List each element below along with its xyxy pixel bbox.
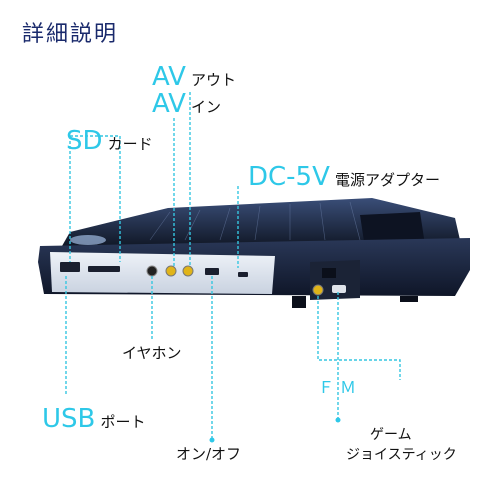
label-av-in-text: イン bbox=[191, 98, 222, 116]
label-dc-accent: DC-5V bbox=[248, 162, 330, 192]
device-lid bbox=[62, 198, 460, 246]
label-av-out: AV アウト bbox=[152, 64, 236, 90]
usb-port bbox=[60, 262, 80, 272]
label-sd-card: SD カード bbox=[66, 128, 153, 154]
label-sd-accent: SD bbox=[66, 126, 103, 156]
leader-fm bbox=[317, 296, 401, 380]
sd-card-slot bbox=[88, 266, 120, 272]
label-fm: ＦＭ bbox=[318, 378, 363, 397]
label-av-out-accent: AV bbox=[152, 62, 186, 92]
label-game-line1: ゲーム bbox=[370, 427, 412, 443]
label-usb-accent: USB bbox=[42, 404, 96, 434]
label-sd-text: カード bbox=[107, 135, 153, 153]
label-game-line2: ジョイスティック bbox=[346, 447, 457, 463]
page-title: 詳細説明 bbox=[22, 22, 119, 47]
av-out-jack bbox=[182, 265, 194, 277]
label-usb-port: USB ポート bbox=[42, 406, 145, 432]
label-dc-text: 電源アダプター bbox=[334, 171, 440, 189]
port-panel bbox=[50, 252, 275, 294]
av-in-jack bbox=[165, 265, 177, 277]
game-joystick-port bbox=[332, 285, 346, 293]
label-av-in-accent: AV bbox=[152, 89, 186, 119]
power-switch bbox=[205, 268, 219, 275]
label-av-in: AV イン bbox=[152, 91, 221, 117]
dc-jack bbox=[238, 272, 248, 277]
earphone-jack bbox=[146, 265, 158, 277]
label-usb-text: ポート bbox=[100, 413, 146, 431]
label-dc-power: DC-5V 電源アダプター bbox=[248, 164, 440, 190]
label-on-off: オン/オフ bbox=[176, 445, 242, 463]
leader-sd-2 bbox=[70, 135, 121, 262]
label-earphone: イヤホン bbox=[122, 344, 182, 362]
fm-jack bbox=[312, 284, 324, 296]
label-av-out-text: アウト bbox=[191, 71, 237, 89]
